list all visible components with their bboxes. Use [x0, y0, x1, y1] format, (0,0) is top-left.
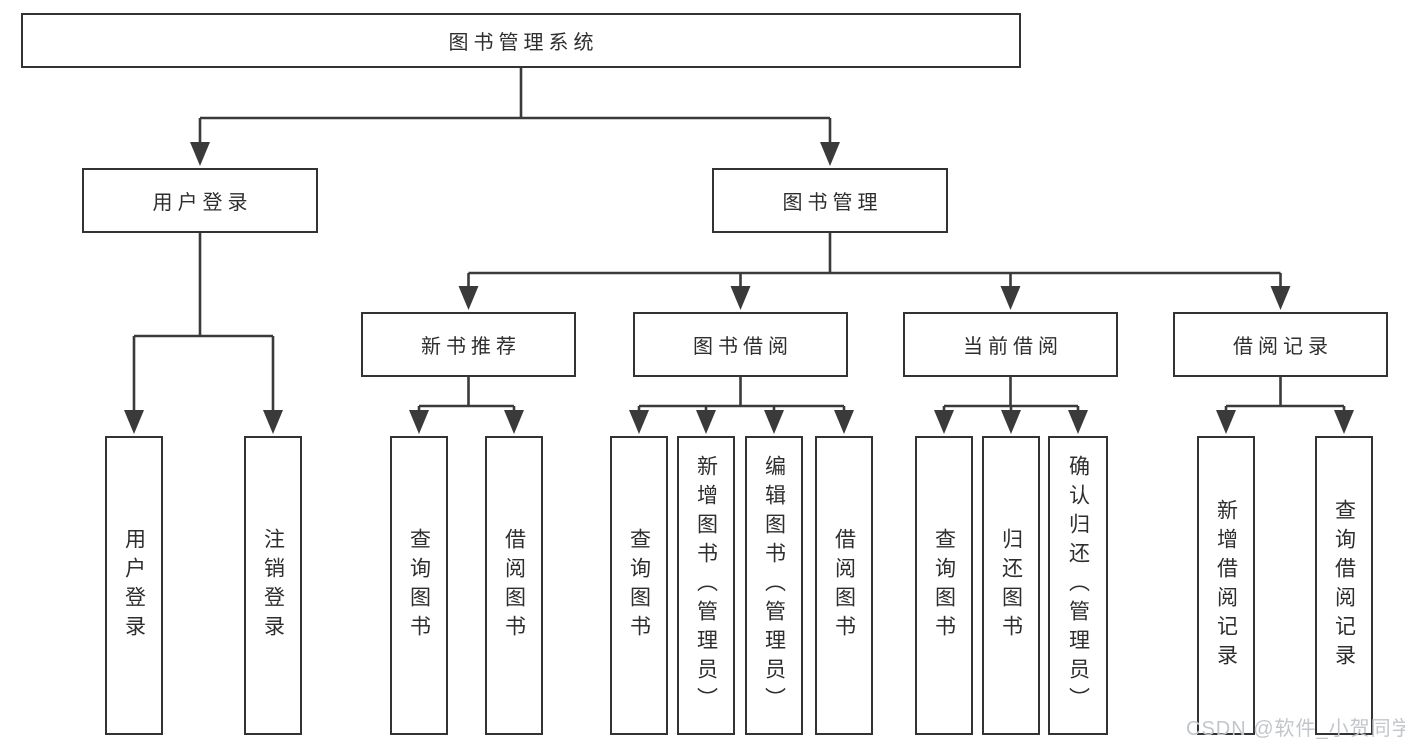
node-current-borrowing: 当前借阅	[903, 312, 1118, 377]
leaf-borrow-book-label: 借阅图书	[832, 527, 856, 644]
leaf-query-book-borrow: 查询图书	[610, 436, 668, 735]
leaf-logout: 注销登录	[244, 436, 302, 735]
node-user-login: 用户登录	[82, 168, 318, 233]
leaf-add-borrow-record-label: 新增借阅记录	[1214, 498, 1238, 673]
leaf-return-book: 归还图书	[982, 436, 1040, 735]
node-root: 图书管理系统	[21, 13, 1021, 68]
leaf-query-book-recommend-label: 查询图书	[407, 527, 431, 644]
leaf-add-book-admin: 新增图书（管理员）	[677, 436, 735, 735]
leaf-edit-book-admin: 编辑图书（管理员）	[745, 436, 803, 735]
leaf-logout-label: 注销登录	[261, 527, 285, 644]
leaf-add-borrow-record: 新增借阅记录	[1197, 436, 1255, 735]
leaf-confirm-return-admin-label: 确认归还（管理员）	[1066, 455, 1090, 716]
leaf-query-book-current-label: 查询图书	[932, 527, 956, 644]
leaf-query-borrow-record: 查询借阅记录	[1315, 436, 1373, 735]
leaf-query-borrow-record-label: 查询借阅记录	[1332, 498, 1356, 673]
leaf-confirm-return-admin: 确认归还（管理员）	[1048, 436, 1108, 735]
node-new-book-recommend: 新书推荐	[361, 312, 576, 377]
leaf-user-login: 用户登录	[105, 436, 163, 735]
node-borrowing-records: 借阅记录	[1173, 312, 1388, 377]
leaf-borrow-book: 借阅图书	[815, 436, 873, 735]
leaf-borrow-book-recommend: 借阅图书	[485, 436, 543, 735]
leaf-query-book-recommend: 查询图书	[390, 436, 448, 735]
leaf-add-book-admin-label: 新增图书（管理员）	[694, 455, 718, 716]
leaf-return-book-label: 归还图书	[999, 527, 1023, 644]
leaf-user-login-label: 用户登录	[122, 527, 146, 644]
leaf-query-book-borrow-label: 查询图书	[627, 527, 651, 644]
leaf-query-book-current: 查询图书	[915, 436, 973, 735]
watermark: CSDN @软件_小贺同学	[1186, 718, 1405, 740]
leaf-borrow-book-recommend-label: 借阅图书	[502, 527, 526, 644]
node-book-borrowing: 图书借阅	[633, 312, 848, 377]
leaf-edit-book-admin-label: 编辑图书（管理员）	[762, 455, 786, 716]
node-book-management: 图书管理	[712, 168, 948, 233]
